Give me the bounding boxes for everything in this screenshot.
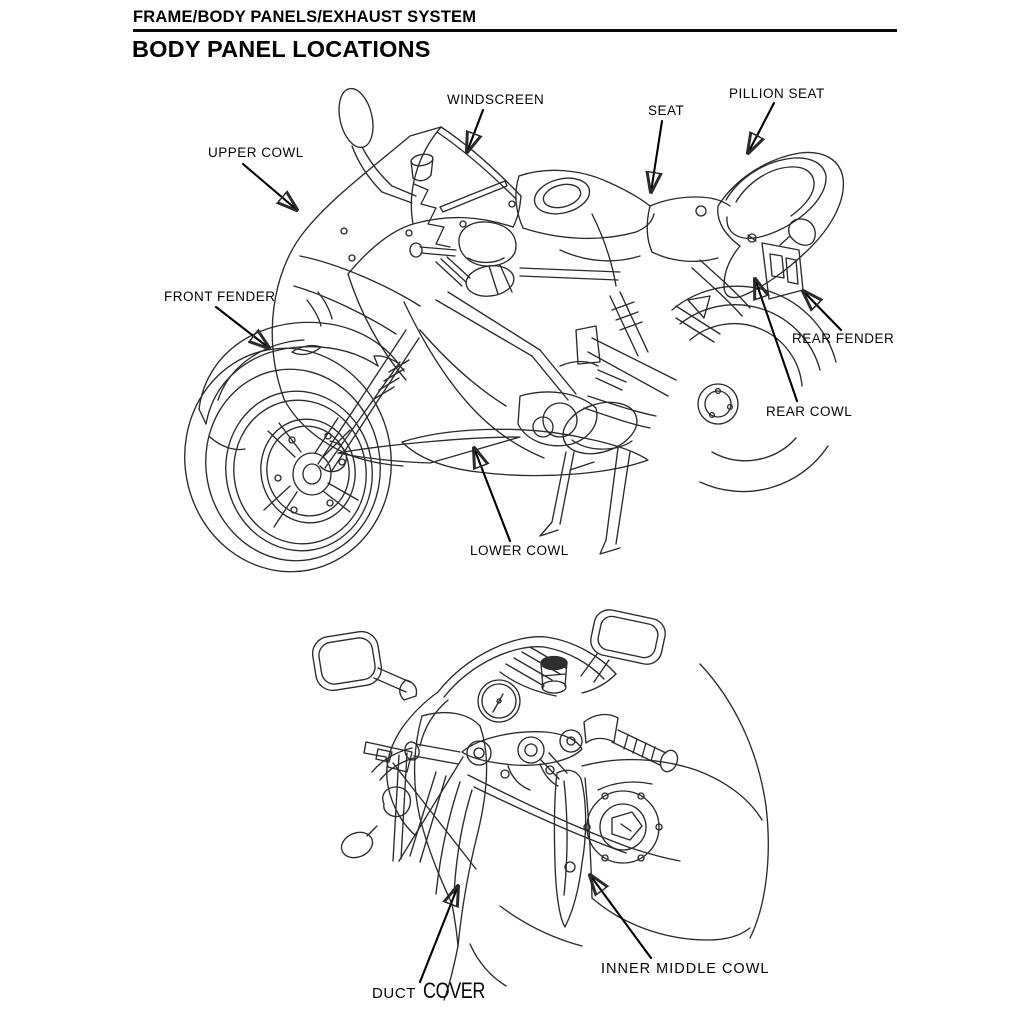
inner-middle-cowl-arrow: [590, 875, 653, 960]
rear-fender-part: [761, 218, 816, 300]
label-inner-middle-cowl: INNER MIDDLE COWL: [601, 961, 770, 977]
page-title: BODY PANEL LOCATIONS: [132, 36, 431, 62]
label-duct-cover-word2: COVER: [423, 978, 486, 1003]
label-windscreen: WINDSCREEN: [447, 92, 545, 107]
header-rule: [133, 29, 897, 32]
windscreen-arrow: [467, 108, 485, 152]
left-mirror: [338, 87, 417, 204]
seat-part: [646, 196, 731, 263]
duct-cover-part: [392, 711, 507, 1001]
windscreen-part: [405, 126, 522, 248]
gauge-cluster: [477, 679, 521, 723]
fuel-tank-top: [499, 663, 769, 947]
label-duct-cover: DUCT COVER: [372, 978, 501, 1004]
side-stand: [539, 447, 631, 555]
rear-wheel: [575, 285, 837, 493]
motorcycle-diagram: [184, 87, 845, 573]
lower-cowl-arrow: [474, 448, 512, 543]
label-rear-cowl: REAR COWL: [766, 404, 853, 419]
fork-cables: [409, 771, 473, 895]
label-upper-cowl: UPPER COWL: [208, 145, 304, 160]
cockpit-diagram: [311, 609, 769, 1001]
label-lower-cowl: LOWER COWL: [470, 543, 569, 558]
pillion-seat-arrow: [748, 101, 776, 153]
label-pillion-seat: PILLION SEAT: [729, 86, 825, 101]
callout-arrows-top: [214, 101, 843, 543]
front-fork: [317, 329, 420, 473]
front-wheel: [184, 347, 392, 573]
fuel-tank: [515, 169, 655, 287]
upper-cowl-arrow: [241, 162, 297, 210]
cockpit-details: [409, 221, 517, 297]
duct-cover-arrow: [418, 886, 458, 984]
handlebars: [340, 713, 679, 859]
inner-middle-cowl-part: [467, 752, 681, 928]
label-front-fender: FRONT FENDER: [164, 289, 276, 304]
rear-cowl-arrow: [755, 279, 799, 403]
rear-fender-arrow: [803, 291, 843, 332]
seat-arrow: [651, 119, 664, 192]
front-fender-arrow: [214, 305, 269, 348]
lower-cowl-part: [337, 301, 649, 477]
mirrors: [311, 609, 666, 701]
reservoir: [540, 655, 568, 694]
label-duct-cover-word1: DUCT: [372, 985, 417, 1002]
triple-clamp: [363, 729, 583, 791]
rear-cowl-part: [691, 151, 845, 317]
label-seat: SEAT: [648, 103, 685, 118]
callout-arrows-bottom: [418, 875, 653, 984]
label-rear-fender: REAR FENDER: [792, 331, 895, 346]
front-fender-part: [198, 321, 405, 451]
upper-cowl-part: [271, 126, 514, 467]
frame-engine: [435, 291, 657, 447]
section-header: FRAME/BODY PANELS/EXHAUST SYSTEM: [133, 8, 477, 26]
